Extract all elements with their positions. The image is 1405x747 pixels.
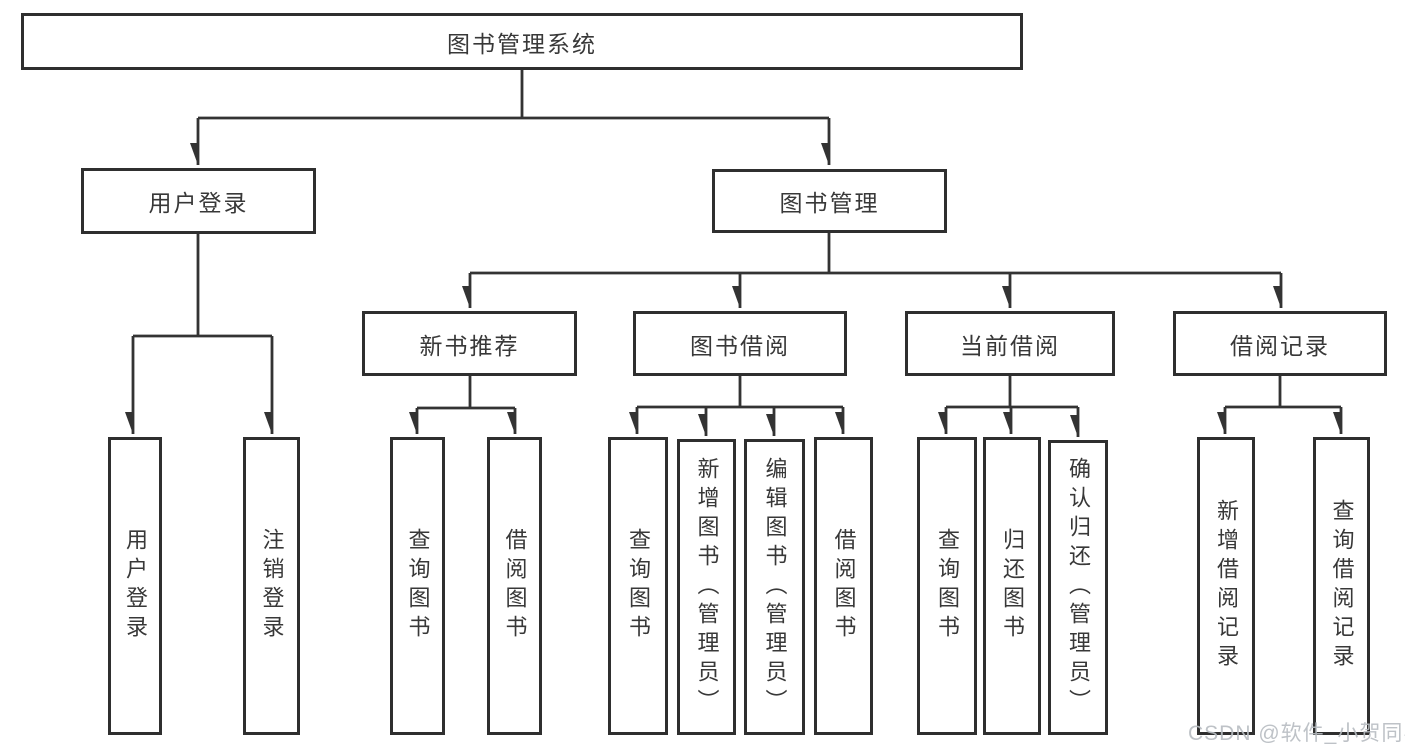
node-book-management: 图书管理: [712, 169, 947, 233]
leaf-return-books: 归还图书: [983, 437, 1041, 735]
leaf-borrow-books-borrowing: 借阅图书: [814, 437, 873, 735]
leaf-edit-book-admin: 编辑图书（管理员）: [744, 439, 805, 735]
node-book-borrowing: 图书借阅: [633, 311, 847, 376]
leaf-borrow-books-recommend: 借阅图书: [487, 437, 542, 735]
node-current-borrowing: 当前借阅: [905, 311, 1115, 376]
leaf-query-books-recommend: 查询图书: [390, 437, 445, 735]
leaf-query-books-borrowing: 查询图书: [608, 437, 668, 735]
watermark: CSDN @软件_小贺同学: [1188, 722, 1405, 745]
leaf-add-book-admin: 新增图书（管理员）: [677, 439, 736, 735]
leaf-query-borrow-record: 查询借阅记录: [1313, 437, 1370, 735]
leaf-confirm-return-admin: 确认归还（管理员）: [1048, 440, 1108, 735]
node-borrowing-records: 借阅记录: [1173, 311, 1387, 376]
node-user-login: 用户登录: [81, 168, 316, 234]
leaf-query-books-current: 查询图书: [917, 437, 977, 735]
node-new-book-recommend: 新书推荐: [362, 311, 577, 376]
node-root: 图书管理系统: [21, 13, 1023, 70]
leaf-logout: 注销登录: [243, 437, 300, 735]
leaf-user-login: 用户登录: [108, 437, 162, 735]
leaf-add-borrow-record: 新增借阅记录: [1197, 437, 1255, 735]
